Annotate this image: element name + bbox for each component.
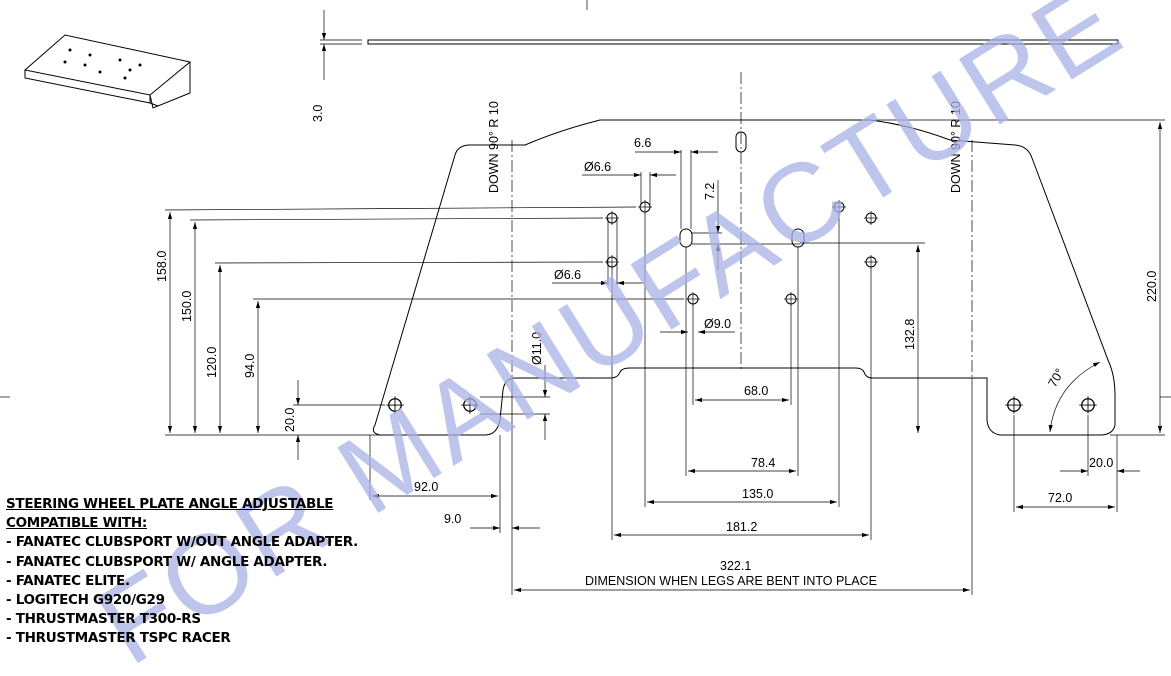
compat-item: - FANATEC CLUBSPORT W/OUT ANGLE ADAPTER. xyxy=(6,534,358,551)
dim-158: 158.0 xyxy=(155,251,169,282)
isometric-view xyxy=(23,34,192,109)
feature-dimensions: 6.6 Ø6.6 Ø6.6 7.2 Ø9.0 Ø11.0 xyxy=(480,136,800,440)
compat-item: - FANATEC ELITE. xyxy=(6,572,130,589)
dim-dia-6-6-mid: Ø6.6 xyxy=(554,268,581,282)
dim-322-1: 322.1 xyxy=(720,559,751,573)
dim-slot-width: 6.6 xyxy=(634,136,651,150)
dim-220: 220.0 xyxy=(1145,271,1159,302)
bend-note-left: DOWN 90° R 10 xyxy=(487,101,501,193)
compat-item: - FANATEC CLUBSPORT W/ ANGLE ADAPTER. xyxy=(6,553,328,570)
compat-item: - THRUSTMASTER T300-RS xyxy=(6,611,201,628)
dim-132-8: 132.8 xyxy=(903,319,917,350)
notes-subheading: COMPATIBLE WITH: xyxy=(6,515,147,532)
dim-9: 9.0 xyxy=(444,512,461,526)
dim-181-2: 181.2 xyxy=(726,520,757,534)
thickness-dimension: 3.0 xyxy=(311,105,325,122)
title-notes: STEERING WHEEL PLATE ANGLE ADJUSTABLE CO… xyxy=(6,495,358,649)
plate-outline xyxy=(372,72,1116,436)
dim-dia-11: Ø11.0 xyxy=(530,332,544,365)
dim-angle-70: 70° xyxy=(1045,366,1067,389)
dim-72: 72.0 xyxy=(1048,491,1072,505)
side-view: 3.0 xyxy=(311,0,1119,122)
compat-item: - THRUSTMASTER TSPC RACER xyxy=(6,630,231,647)
right-dimensions: 220.0 132.8 xyxy=(800,119,1165,436)
dim-150: 150.0 xyxy=(180,291,194,322)
compat-item: - LOGITECH G920/G29 xyxy=(6,592,165,609)
dim-120: 120.0 xyxy=(205,347,219,378)
dim-94: 94.0 xyxy=(243,354,257,378)
dim-322-note: DIMENSION WHEN LEGS ARE BENT INTO PLACE xyxy=(585,574,877,588)
dim-92: 92.0 xyxy=(414,480,438,494)
dim-20-left: 20.0 xyxy=(283,408,297,432)
dim-20-right: 20.0 xyxy=(1089,456,1113,470)
dim-dia-6-6-top: Ø6.6 xyxy=(584,160,611,174)
dim-78-4: 78.4 xyxy=(751,456,775,470)
dim-dia-9: Ø9.0 xyxy=(704,317,731,331)
dim-135: 135.0 xyxy=(742,487,773,501)
bend-note-right: DOWN 90° R 10 xyxy=(949,101,963,193)
notes-heading: STEERING WHEEL PLATE ANGLE ADJUSTABLE xyxy=(6,496,334,512)
dim-7-2: 7.2 xyxy=(703,183,717,200)
dim-68: 68.0 xyxy=(744,384,768,398)
